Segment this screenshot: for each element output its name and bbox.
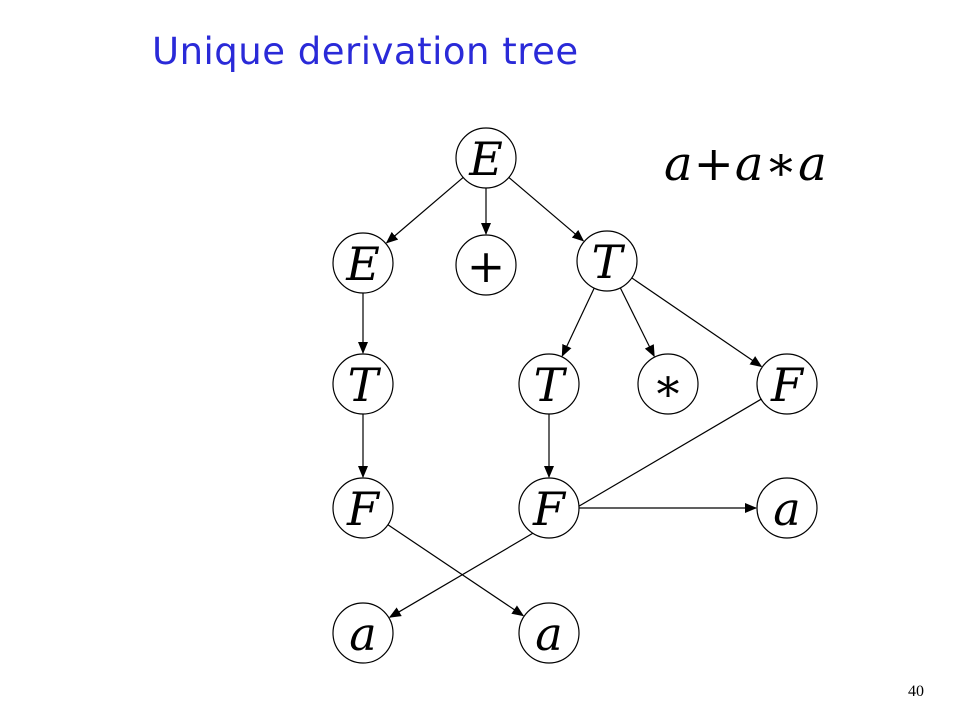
tree-node-circle bbox=[518, 477, 580, 539]
tree-node-a1: a bbox=[332, 602, 394, 664]
tree-edge-E0-E1 bbox=[385, 177, 464, 244]
expression-token: ∗ bbox=[764, 136, 798, 192]
tree-node-circle bbox=[518, 602, 580, 664]
tree-node-P1: + bbox=[455, 234, 517, 296]
tree-node-M1: ∗ bbox=[637, 353, 699, 415]
tree-node-label: a bbox=[773, 482, 800, 536]
expression-token: a bbox=[798, 136, 827, 192]
tree-node-label: T bbox=[534, 358, 568, 412]
tree-node-label: T bbox=[348, 358, 382, 412]
tree-node-a3: a bbox=[756, 477, 818, 539]
tree-node-circle bbox=[756, 353, 818, 415]
slide-title: Unique derivation tree bbox=[152, 30, 579, 73]
tree-node-circle bbox=[455, 234, 517, 296]
input-expression: a+a∗a bbox=[664, 136, 827, 192]
tree-node-label: ∗ bbox=[652, 358, 683, 412]
tree-node-label: F bbox=[532, 482, 567, 536]
tree-node-E0: E bbox=[455, 127, 517, 189]
tree-node-label: E bbox=[345, 237, 380, 291]
tree-node-T1: T bbox=[576, 230, 638, 292]
tree-node-label: + bbox=[467, 239, 506, 293]
tree-node-E1: E bbox=[332, 232, 394, 294]
tree-node-label: a bbox=[535, 607, 562, 661]
tree-node-circle bbox=[637, 353, 699, 415]
tree-node-circle bbox=[332, 602, 394, 664]
expression-token: a bbox=[664, 136, 693, 192]
expression-token: + bbox=[693, 136, 734, 192]
tree-node-label: T bbox=[592, 235, 626, 289]
expression-token: a bbox=[734, 136, 764, 192]
tree-node-circle bbox=[518, 353, 580, 415]
tree-node-T2: T bbox=[332, 353, 394, 415]
tree-edge-F2-a2 bbox=[387, 524, 525, 617]
tree-node-circle bbox=[332, 353, 394, 415]
tree-node-circle bbox=[332, 477, 394, 539]
tree-node-F2: F bbox=[332, 477, 394, 539]
tree-node-a2: a bbox=[518, 602, 580, 664]
tree-edge-T1-T3 bbox=[561, 287, 595, 357]
tree-edge-T1-F1 bbox=[631, 277, 763, 368]
tree-node-label: F bbox=[346, 482, 381, 536]
tree-node-label: a bbox=[349, 607, 376, 661]
tree-node-circle bbox=[756, 477, 818, 539]
tree-node-circle bbox=[455, 127, 517, 189]
tree-node-F1: F bbox=[756, 353, 818, 415]
tree-node-T3: T bbox=[518, 353, 580, 415]
tree-edge-T1-M1 bbox=[619, 287, 655, 358]
tree-node-label: F bbox=[770, 358, 805, 412]
tree-edge-E0-T1 bbox=[508, 176, 585, 242]
tree-node-label: E bbox=[468, 132, 503, 186]
page-number: 40 bbox=[908, 683, 924, 700]
tree-node-circle bbox=[576, 230, 638, 292]
tree-node-circle bbox=[332, 232, 394, 294]
tree-node-F3: F bbox=[518, 477, 580, 539]
